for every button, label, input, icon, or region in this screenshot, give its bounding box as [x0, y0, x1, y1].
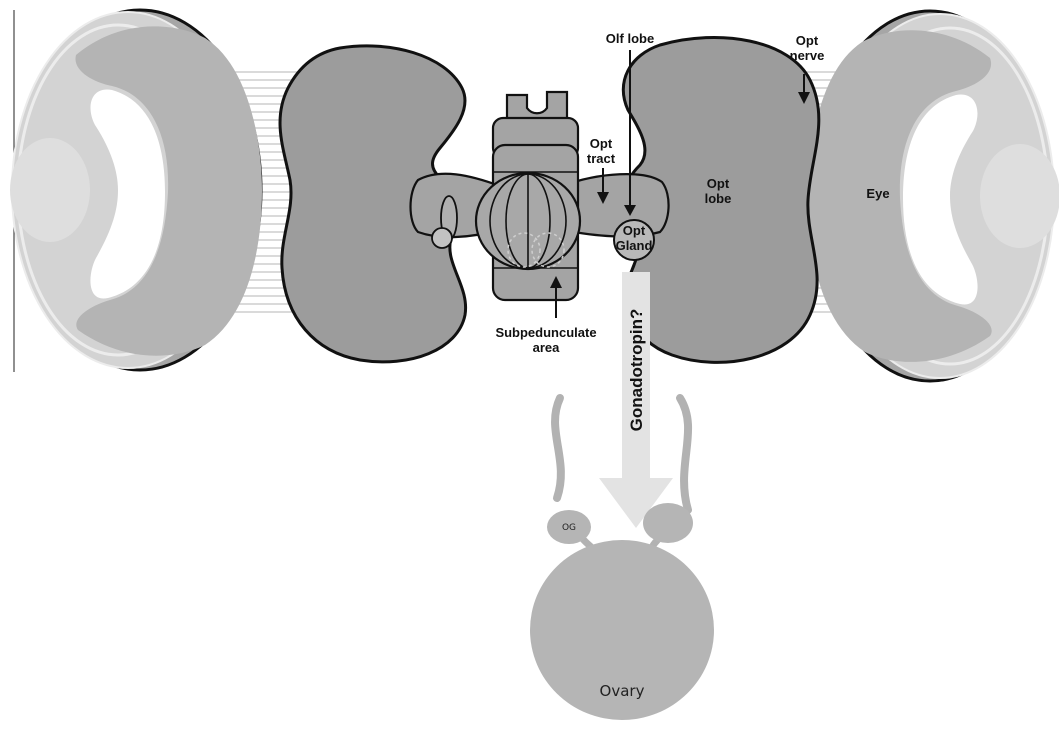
- opt-gland-label-1: Opt: [623, 223, 646, 238]
- og-label: OG: [562, 523, 576, 533]
- right-oviduct: [680, 398, 688, 510]
- gonadotropin-label: Gonadotropin?: [627, 309, 646, 432]
- olf-lobe-label: Olf lobe: [606, 31, 654, 46]
- opt-gland-label-2: Gland: [616, 238, 653, 253]
- opt-lobe-label-2: lobe: [705, 191, 732, 206]
- subpedunculate-label-2: area: [533, 340, 561, 355]
- opt-tract-label-2: tract: [587, 151, 616, 166]
- subpedunculate-label-1: Subpedunculate: [495, 325, 596, 340]
- right-eye-lens: [980, 144, 1059, 248]
- central-brain: [476, 92, 580, 300]
- ovary-label: Ovary: [600, 682, 645, 700]
- opt-nerve-label-2: nerve: [790, 48, 825, 63]
- opt-nerve-label-1: Opt: [796, 33, 819, 48]
- left-eye-lens: [10, 138, 90, 242]
- opt-tract-label-1: Opt: [590, 136, 613, 151]
- left-small-gland: [432, 228, 452, 248]
- right-eye: [808, 11, 1059, 381]
- eye-label: Eye: [866, 186, 889, 201]
- oviducal-gland-right: [643, 503, 693, 543]
- left-oviduct: [555, 398, 561, 498]
- opt-lobe-label-1: Opt: [707, 176, 730, 191]
- left-eye: [10, 10, 262, 370]
